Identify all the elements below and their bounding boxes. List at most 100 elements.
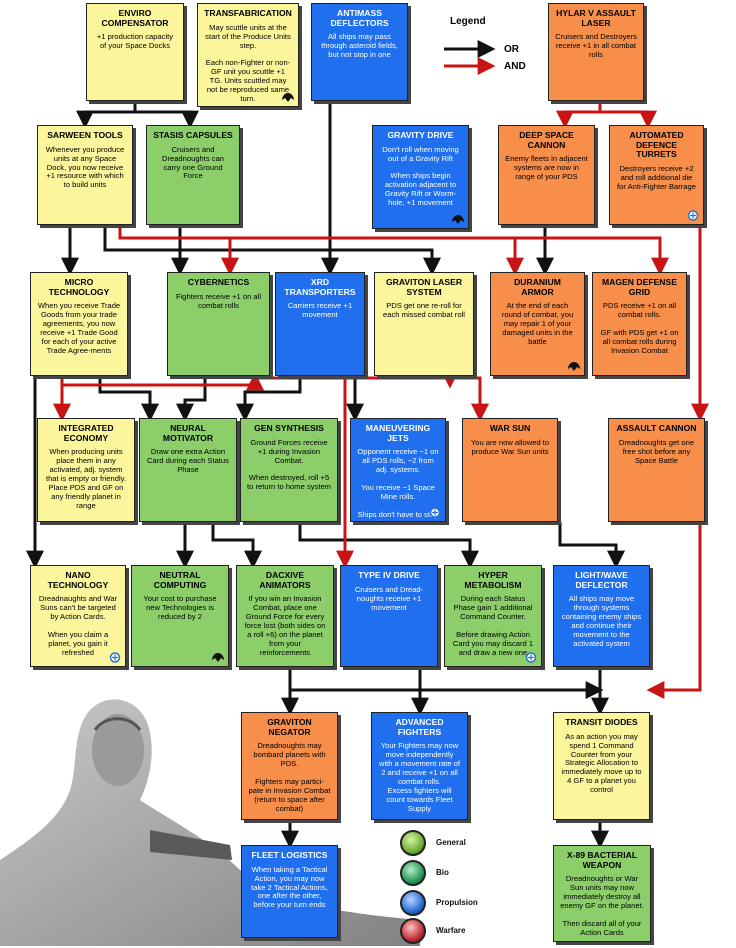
warfare-category-icon [400,918,426,944]
and-connector-6 [62,372,264,391]
propulsion-category-icon [400,890,426,916]
tech-title: NEURAL MOTIVATOR [162,423,214,443]
tech-graviton-laser-system: GRAVITON LASER SYSTEM PDS get one re-rol… [374,272,474,376]
bio-category-icon [400,860,426,886]
tech-title: NEUTRAL COMPUTING [153,570,207,590]
tech-graviton-negator: GRAVITON NEGATOR Dreadnoughts may bombar… [241,712,338,820]
tech-advanced-fighters: ADVANCED FIGHTERS Your Fighters may now … [371,712,468,820]
tech-description: Carriers receive +1 movement [287,301,353,320]
tech-description: All ships may pass through asteroid fiel… [321,32,398,60]
tech-title: DACXIVE ANIMATORS [259,570,311,590]
tech-magen-defense-grid: MAGEN DEFENSE GRID PDS receive +1 on all… [592,272,687,376]
tech-gen-synthesis: GEN SYNTHESIS Ground Forces receive +1 d… [240,418,338,522]
tech-title: GRAVITON LASER SYSTEM [385,277,463,297]
tech-deep-space-cannon: DEEP SPACE CANNON Enemy fleets in adjace… [498,125,595,225]
tech-description: At the end of each round of combat, you … [501,301,574,347]
tech-light-wave-deflector: LIGHT/WAVE DEFLECTOR All ships may move … [553,565,650,667]
expansion-icon [429,507,441,518]
legend-arrows [444,40,496,75]
tech-title: GRAVITON NEGATOR [267,717,312,737]
expansion-icon [525,652,537,663]
legend-and-label: AND [504,61,526,72]
tech-description: Opponent receive −1 on all PDS rolls, −2… [357,447,439,521]
tech-description: Destroyers receive +2 and roll additiona… [617,163,696,191]
tech-description: Your Fighters may now move independently… [378,741,461,813]
expansion-icon [109,652,121,663]
category-warfare: Warfare [400,918,500,948]
tech-title: GEN SYNTHESIS [254,423,324,433]
tech-title: DURANIUM ARMOR [514,277,561,297]
soldier-illustration [0,699,420,946]
category-label: Propulsion [436,898,478,907]
tech-type-iv-drive: TYPE IV DRIVE Cruisers and Dread-noughts… [340,565,438,667]
tech-description: Whenever you produce units at any Space … [45,144,125,190]
tech-description: Dreadnoughts get one free shot before an… [618,437,695,465]
tech-transfabrication: TRANSFABRICATION May scuttle units at th… [197,3,299,107]
tech-title: DEEP SPACE CANNON [519,130,574,150]
tech-description: Dreadnoughts may bombard planets with PD… [248,741,331,813]
tech-description: Fighters receive +1 on all combat rolls [175,291,262,310]
legend-or-label: OR [504,44,519,55]
tech-title: AUTOMATED DEFENCE TURRETS [629,130,684,160]
tech-title: XRD TRANSPORTERS [284,277,356,297]
and-connector-7 [255,376,489,422]
tech-title: WAR SUN [489,423,531,433]
tech-duranium-armor: DURANIUM ARMOR At the end of each round … [490,272,585,376]
tech-title: GRAVITY DRIVE [387,130,454,140]
tech-description: As an action you may spend 1 Command Cou… [561,731,642,795]
tech-title: LIGHT/WAVE DEFLECTOR [575,570,628,590]
tech-sarween-tools: SARWEEN TOOLS Whenever you produce units… [37,125,133,225]
tech-dacxive-animators: DACXIVE ANIMATORS If you win an Invasion… [236,565,334,667]
tech-description: You are now allowed to produce War Sun u… [470,437,550,456]
or-connector-4 [103,225,441,276]
tech-description: During each Status Phase gain 1 addition… [452,594,534,657]
or-connector-9 [98,376,159,422]
tech-title: ANTIMASS DEFLECTORS [330,8,389,28]
race-icon [452,215,464,224]
tech-nano-technology: NANO TECHNOLOGY Dreadnaughts and War Sun… [30,565,126,667]
tech-description: All ships may move through systems conta… [561,594,642,649]
category-label: Bio [436,868,449,877]
tech-title: MANEUVERING JETS [365,423,431,443]
category-bio: Bio [400,860,500,890]
tech-war-sun: WAR SUN You are now allowed to produce W… [462,418,558,522]
tech-integrated-economy: INTEGRATED ECONOMY When producing units … [37,418,135,522]
category-label: Warfare [436,926,466,935]
tech-neural-motivator: NEURAL MOTIVATOR Draw one extra Action C… [139,418,237,522]
tech-description: Cruisers and Destroyers receive +1 in al… [555,32,637,60]
tech-automated-defence-turrets: AUTOMATED DEFENCE TURRETS Destroyers rec… [609,125,704,225]
race-icon [568,362,580,371]
tech-neutral-computing: NEUTRAL COMPUTING Your cost to purchase … [131,565,229,667]
tech-gravity-drive: GRAVITY DRIVE Don't roll when moving out… [372,125,469,229]
tech-title: MAGEN DEFENSE GRID [602,277,677,297]
tech-hyper-metabolism: HYPER METABOLISM During each Status Phas… [444,565,542,667]
expansion-icon [687,210,699,221]
tech-title: STASIS CAPSULES [153,130,233,140]
tech-description: When you receive Trade Goods from your t… [37,301,121,356]
tech-title: HYPER METABOLISM [464,570,522,590]
or-connector-7 [236,376,302,422]
tech-description: Dreadnoughts or War Sun units may now im… [560,874,644,937]
tech-x89-bacterial-weapon: X-89 BACTERIAL WEAPON Dreadnoughts or Wa… [553,845,651,942]
or-connector-1 [135,110,199,129]
category-propulsion: Propulsion [400,890,500,920]
tech-description: Cruisers and Dread-noughts receive +1 mo… [354,584,424,612]
and-connector-1 [600,110,657,129]
general-category-icon [400,830,426,856]
tech-xrd-transporters: XRD TRANSPORTERS Carriers receive +1 mov… [275,272,365,376]
race-icon [212,653,224,662]
tech-title: X-89 BACTERIAL WEAPON [566,850,638,870]
or-connector-13 [211,522,262,569]
tech-title: ASSAULT CANNON [616,423,697,433]
tech-maneuvering-jets: MANEUVERING JETS Opponent receive −1 on … [350,418,446,522]
tech-enviro-compensator: ENVIRO COMPENSATOR +1 production capacit… [86,3,184,101]
or-connector-15 [558,522,625,569]
tech-assault-cannon: ASSAULT CANNON Dreadnoughts get one free… [608,418,705,522]
tech-antimass-deflectors: ANTIMASS DEFLECTORS All ships may pass t… [311,3,408,101]
tech-description: Your cost to purchase new Technologies i… [143,594,217,622]
tech-description: Dreadnaughts and War Suns can't be targe… [38,594,118,657]
tech-title: SARWEEN TOOLS [47,130,123,140]
tech-description: Cruisers and Dreadnoughts can carry one … [161,144,225,181]
tech-description: Don't roll when moving out of a Gravity … [382,144,459,208]
tech-title: CYBERNETICS [187,277,250,287]
